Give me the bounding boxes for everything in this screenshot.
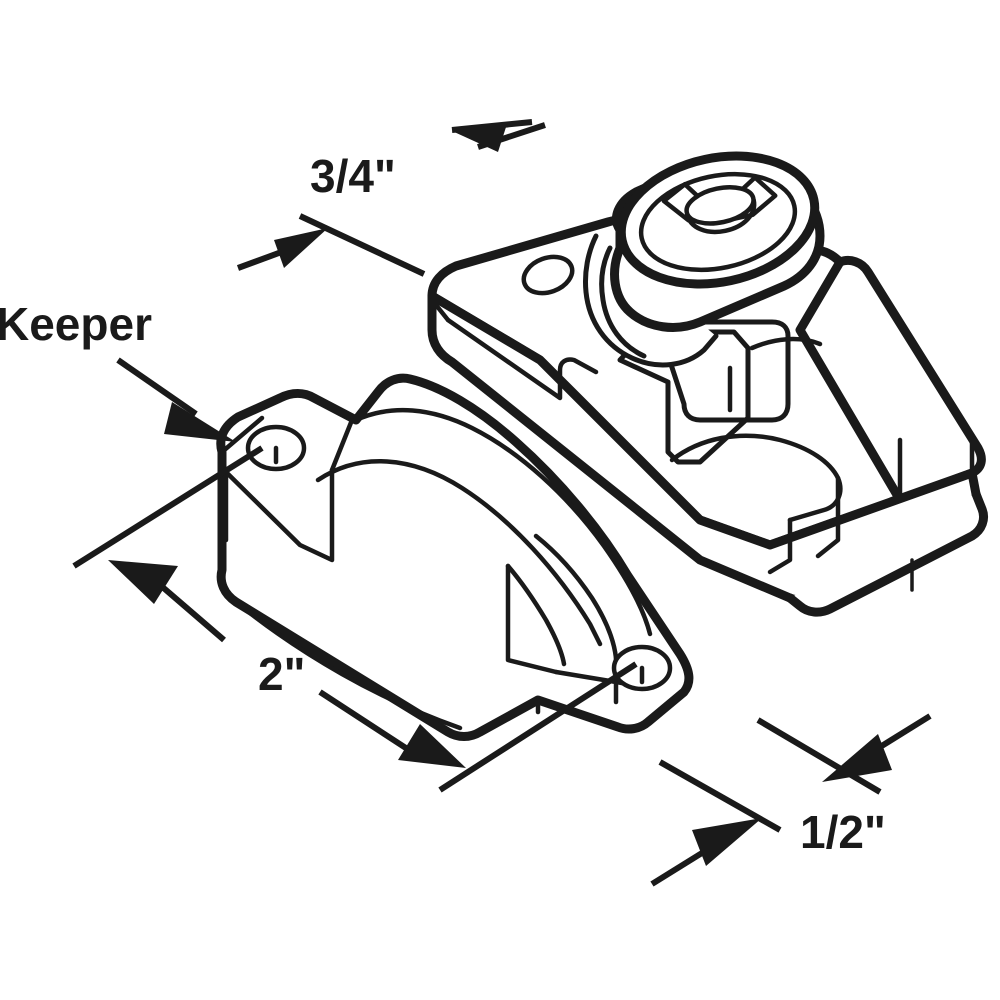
dim-34-ext-bottom	[298, 213, 426, 277]
dim-half-arrow-lower	[692, 818, 762, 866]
dim-label-two-inch: 2"	[258, 648, 305, 700]
keeper-ridge-top	[353, 407, 653, 637]
keeper-right-ear-curve	[533, 533, 619, 661]
dim-34-arrow-top	[452, 124, 507, 152]
dim-2-ext-lower	[438, 661, 638, 793]
sash-lock-assembly	[427, 151, 989, 617]
dimension-three-quarter-inch: 3/4"	[236, 119, 546, 277]
keeper-assembly	[216, 373, 694, 741]
callout-keeper: Keeper	[0, 298, 236, 442]
keeper-leader-line	[116, 357, 198, 417]
thumb-turn-knob-icon	[661, 175, 778, 235]
dim-2-arrow-upper	[108, 560, 178, 604]
dim-34-arrow-bottom	[274, 228, 328, 268]
keeper-ridge-bottom	[315, 459, 603, 647]
keeper-leader-arrow	[164, 402, 236, 442]
dim-half-line-lower	[650, 845, 712, 887]
keeper-right-ear-facet	[505, 563, 559, 675]
lock-notch-edge-2	[767, 517, 793, 575]
lock-tab-ledge	[445, 317, 599, 401]
dimension-half-inch: 1/2"	[650, 713, 932, 887]
keeper-right-ear-curve-2	[505, 563, 567, 667]
dim-half-ext-upper	[756, 717, 882, 795]
keeper-bottom-sweep	[233, 599, 463, 731]
dim-2-line-lower	[318, 689, 414, 755]
lock-base-bottom-edge	[785, 489, 989, 617]
thumb-turn-hub-side	[684, 198, 757, 235]
screw-hole-icon	[521, 254, 575, 296]
dim-label-three-quarter: 3/4"	[310, 150, 396, 202]
lock-tab-corner	[429, 297, 451, 323]
keeper-left-ear-top	[219, 415, 265, 455]
dimension-two-inch: 2"	[72, 445, 638, 793]
dim-2-ext-upper	[72, 445, 264, 569]
lock-hook-arc	[749, 336, 823, 351]
keeper-left-ear-facet	[223, 467, 335, 563]
dim-label-half-inch: 1/2"	[800, 806, 886, 858]
dim-half-arrow-upper	[822, 734, 892, 782]
dim-2-arrow-lower	[398, 724, 466, 768]
dim-2-line-upper	[150, 575, 226, 643]
keeper-left-ear-fold	[329, 417, 355, 473]
lock-notch-edge	[815, 475, 841, 559]
label-keeper: Keeper	[0, 298, 152, 350]
